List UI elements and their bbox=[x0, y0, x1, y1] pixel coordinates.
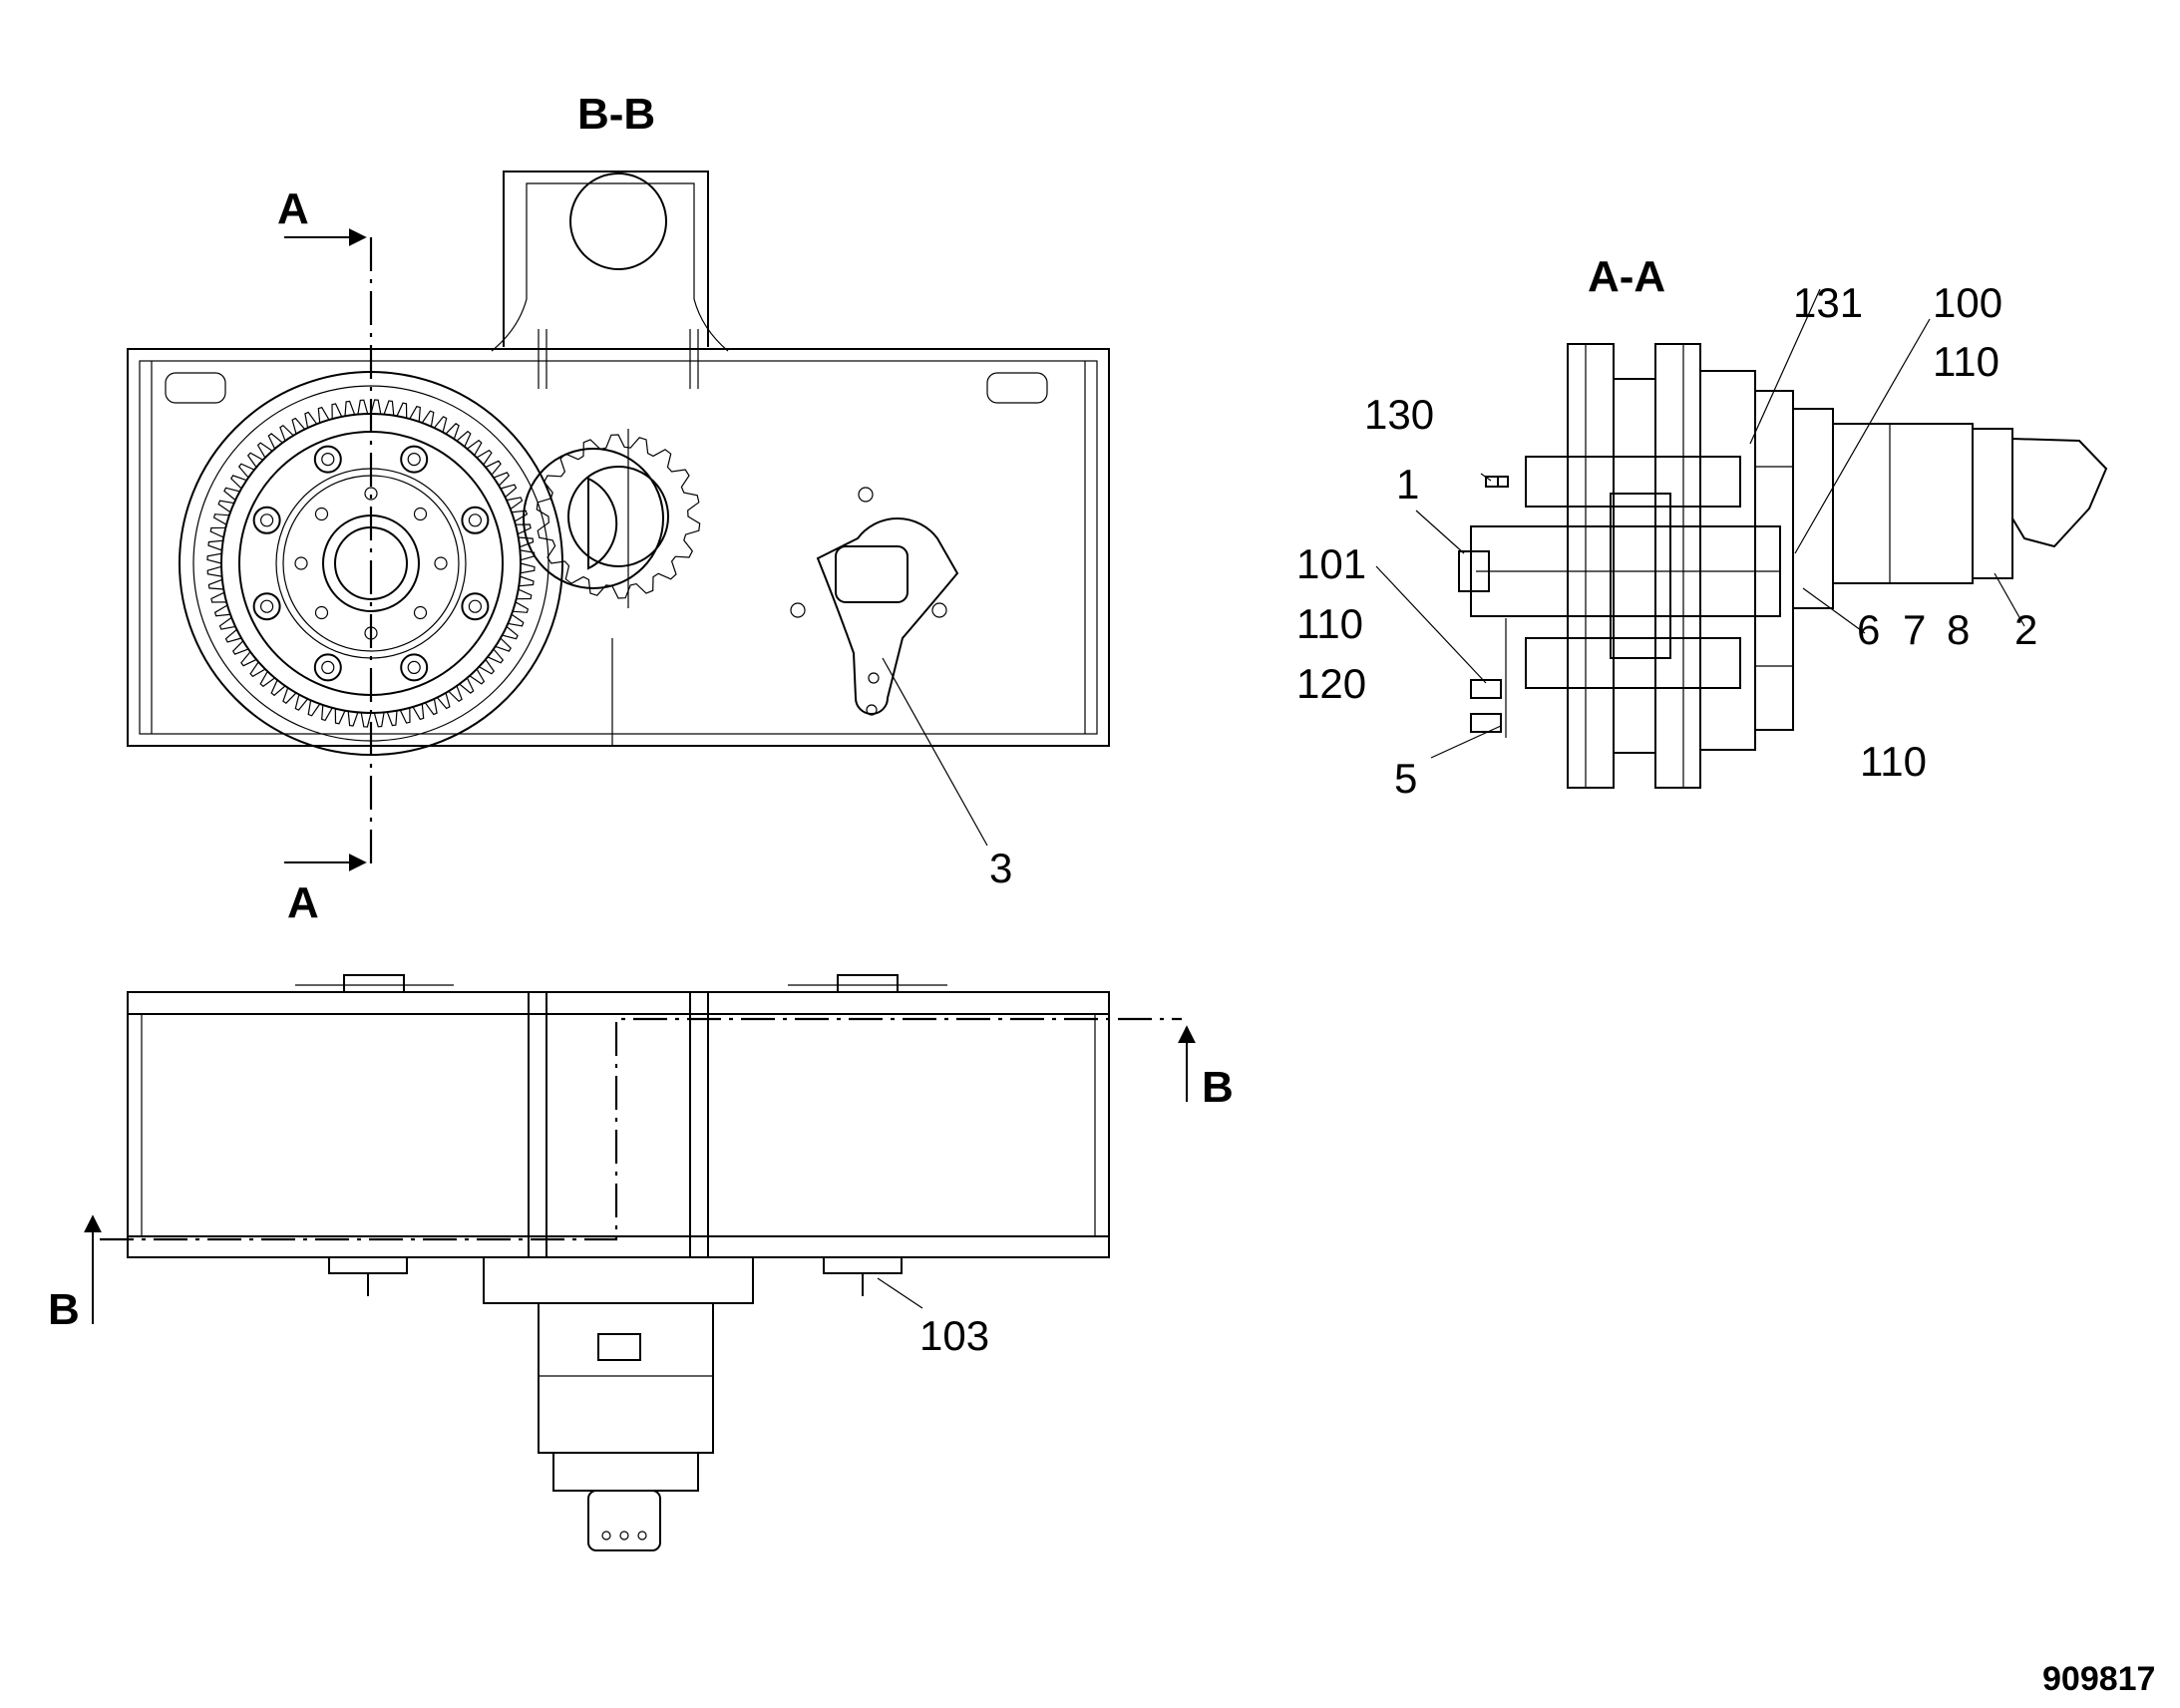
callout-100: 100 bbox=[1933, 279, 2002, 326]
hub-hole bbox=[314, 605, 329, 620]
motor-connector bbox=[587, 1490, 661, 1551]
pinion-gear bbox=[523, 429, 701, 746]
callout-120: 120 bbox=[1296, 660, 1366, 707]
leader-101 bbox=[1375, 565, 1487, 684]
motor-unit bbox=[1792, 408, 2108, 609]
leader-103 bbox=[877, 1277, 923, 1309]
leader-5 bbox=[1430, 725, 1502, 759]
bolt-head bbox=[400, 653, 429, 682]
housing-outline bbox=[127, 348, 1110, 747]
hub-hole bbox=[413, 605, 428, 620]
callout-130: 130 bbox=[1364, 391, 1434, 438]
leader-131 bbox=[1749, 288, 1821, 445]
bolt-head bbox=[252, 592, 281, 621]
drive-motor bbox=[483, 1256, 754, 1551]
ring-gear-teeth bbox=[206, 399, 536, 728]
hub-hole bbox=[314, 507, 329, 521]
callout-103: 103 bbox=[919, 1312, 989, 1359]
bolt-head bbox=[252, 506, 281, 534]
hub-hole bbox=[294, 556, 308, 570]
section-b-label-left: B bbox=[48, 1285, 80, 1334]
hub-assembly bbox=[1470, 370, 1794, 751]
pinion-shaft-section bbox=[587, 477, 618, 570]
section-b-label-right: B bbox=[1202, 1063, 1234, 1112]
bolt-circle bbox=[252, 445, 490, 682]
bolt-head bbox=[461, 592, 490, 621]
lever-arm bbox=[790, 487, 959, 716]
callout-3: 3 bbox=[989, 845, 1012, 891]
leader-2 bbox=[1994, 572, 2025, 627]
callout-110-c: 110 bbox=[1860, 738, 1927, 785]
callout-7: 7 bbox=[1903, 606, 1926, 653]
leader-3 bbox=[882, 657, 988, 847]
left-fasteners bbox=[1458, 476, 1509, 738]
hub-hole bbox=[434, 556, 448, 570]
hub-hole bbox=[364, 487, 378, 501]
bolt-head bbox=[461, 506, 490, 534]
callout-101: 101 bbox=[1296, 540, 1366, 587]
section-a-label-bottom: A bbox=[287, 878, 319, 927]
callout-2: 2 bbox=[2014, 606, 2037, 653]
document-number: 909817 bbox=[2042, 1660, 2155, 1698]
bolt-head bbox=[313, 445, 342, 474]
view-aa: A-A bbox=[1296, 252, 2108, 802]
callout-131: 131 bbox=[1793, 279, 1863, 326]
wheel-section bbox=[1567, 343, 1701, 789]
frame-outline bbox=[127, 991, 1110, 1258]
slot-left bbox=[165, 372, 226, 404]
view-plan: B B 103 bbox=[48, 974, 1234, 1551]
view-aa-title: A-A bbox=[1588, 252, 1665, 301]
bolt-head bbox=[400, 445, 429, 474]
lifting-lug bbox=[503, 171, 709, 347]
leader-100 bbox=[1794, 318, 1931, 554]
hub-hole bbox=[413, 507, 428, 521]
section-a-label-top: A bbox=[277, 184, 309, 233]
callout-5: 5 bbox=[1394, 755, 1417, 802]
bottom-fittings bbox=[328, 1256, 903, 1296]
leader-1 bbox=[1415, 510, 1465, 554]
lug-hole bbox=[569, 172, 667, 270]
callout-8: 8 bbox=[1947, 606, 1970, 653]
view-bb-title: B-B bbox=[577, 90, 655, 139]
section-line-bb bbox=[100, 1017, 1182, 1241]
slot-right bbox=[986, 372, 1048, 404]
leader-678 bbox=[1802, 587, 1866, 634]
motor-connector-aa bbox=[2011, 437, 2108, 548]
callout-110-a: 110 bbox=[1933, 338, 1999, 385]
view-bb: B-B bbox=[127, 90, 1110, 927]
top-fittings bbox=[295, 974, 947, 993]
callout-1: 1 bbox=[1396, 461, 1419, 508]
bolt-head bbox=[313, 653, 342, 682]
lever-shaft-section bbox=[835, 545, 908, 603]
leader-130 bbox=[1480, 473, 1492, 482]
callout-6: 6 bbox=[1857, 606, 1880, 653]
callout-110-b: 110 bbox=[1296, 600, 1363, 647]
